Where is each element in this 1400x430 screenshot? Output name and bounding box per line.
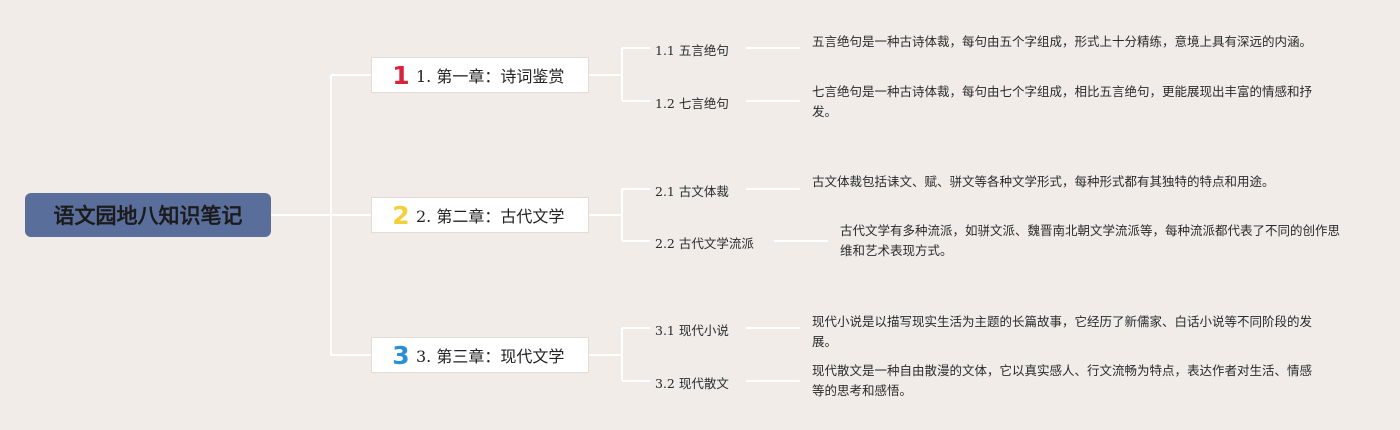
subtopic-description: 七言绝句是一种古诗体裁，每句由七个字组成，相比五言绝句，更能展现出丰富的情感和抒… xyxy=(812,84,1313,119)
subtopic-description: 古文体裁包括诔文、赋、骈文等各种文学形式，每种形式都有其独特的特点和用途。 xyxy=(812,174,1275,189)
chapter-label: 3. 第三章：现代文学 xyxy=(416,347,565,366)
chapter-node-1[interactable]: 1 1. 第一章：诗词鉴赏 xyxy=(371,57,589,93)
root-title: 语文园地八知识笔记 xyxy=(53,204,243,228)
subtopic-node[interactable]: 2.2 古代文学流派 xyxy=(655,236,754,251)
chapter-label: 1. 第一章：诗词鉴赏 xyxy=(416,67,565,86)
chapter-number-2-icon: 2 xyxy=(392,200,410,230)
chapter-number-3-icon: 3 xyxy=(392,340,410,370)
subtopic-node[interactable]: 1.1 五言绝句 xyxy=(655,43,729,58)
subtopic-description: 古代文学有多种流派，如骈文派、魏晋南北朝文学流派等，每种流派都代表了不同的创作思… xyxy=(840,223,1341,258)
subtopic-node[interactable]: 2.1 古文体裁 xyxy=(655,184,729,199)
chapter-label: 2. 第二章：古代文学 xyxy=(416,207,565,226)
chapter-number-1-icon: 1 xyxy=(392,60,410,90)
subtopic-node[interactable]: 3.1 现代小说 xyxy=(655,323,729,338)
subtopic-description: 现代散文是一种自由散漫的文体，它以真实感人、行文流畅为特点，表达作者对生活、情感… xyxy=(812,363,1313,398)
root-node[interactable]: 语文园地八知识笔记 xyxy=(25,193,271,237)
subtopic-description: 五言绝句是一种古诗体裁，每句由五个字组成，形式上十分精练，意境上具有深远的内涵。 xyxy=(812,34,1313,49)
subtopic-node[interactable]: 1.2 七言绝句 xyxy=(655,96,729,111)
subtopic-node[interactable]: 3.2 现代散文 xyxy=(655,376,729,391)
chapter-node-2[interactable]: 2 2. 第二章：古代文学 xyxy=(371,197,589,233)
chapter-node-3[interactable]: 3 3. 第三章：现代文学 xyxy=(371,337,589,373)
subtopic-description: 现代小说是以描写现实生活为主题的长篇故事，它经历了新儒家、白话小说等不同阶段的发… xyxy=(812,314,1313,349)
